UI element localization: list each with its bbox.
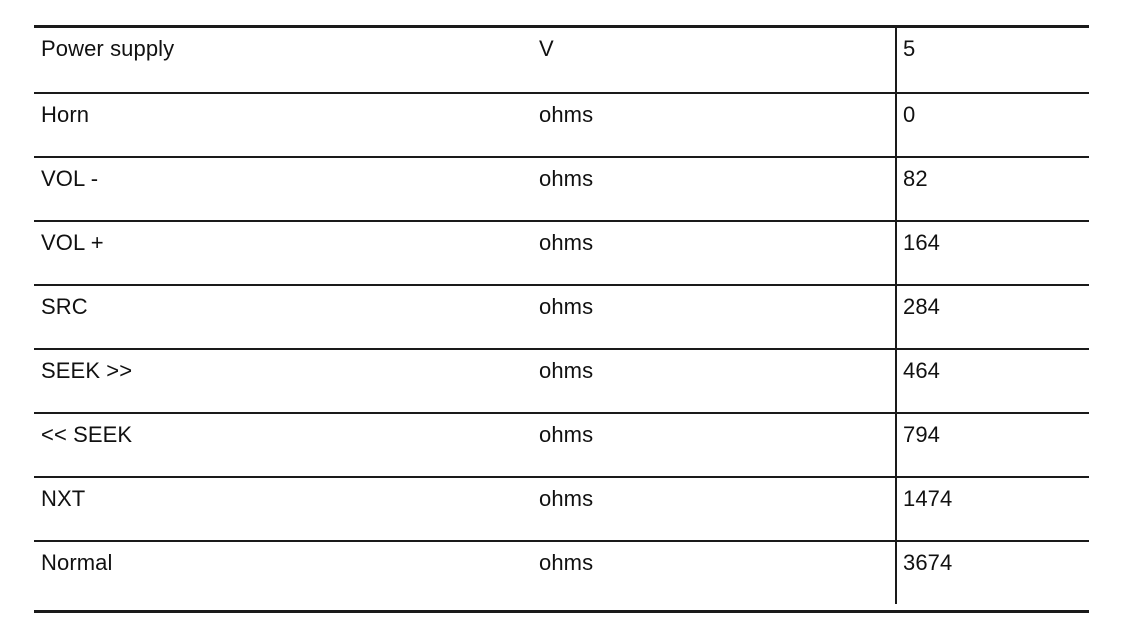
row-divider: [34, 476, 1089, 478]
table-row: Power supply V 5: [34, 28, 1089, 92]
table-row: VOL - ohms 82: [34, 158, 1089, 222]
row-value: 164: [903, 230, 941, 255]
table-top-rule: [34, 25, 1089, 28]
row-label: << SEEK: [41, 422, 133, 447]
table-row: VOL + ohms 164: [34, 222, 1089, 286]
row-value: 464: [903, 358, 941, 383]
table-row: SEEK >> ohms 464: [34, 350, 1089, 414]
table-row: << SEEK ohms 794: [34, 414, 1089, 478]
row-divider: [34, 156, 1089, 158]
row-label: Power supply: [41, 36, 175, 61]
row-unit: ohms: [539, 550, 594, 575]
value-column-divider: [895, 27, 897, 604]
row-divider: [34, 540, 1089, 542]
row-divider: [34, 220, 1089, 222]
table-row: Horn ohms 0: [34, 94, 1089, 158]
row-unit: ohms: [539, 294, 594, 319]
row-divider: [34, 92, 1089, 94]
row-divider: [34, 348, 1089, 350]
row-label: VOL +: [41, 230, 104, 255]
row-label: VOL -: [41, 166, 99, 191]
row-label: NXT: [41, 486, 86, 511]
row-value: 3674: [903, 550, 953, 575]
table-bottom-rule: [34, 610, 1089, 613]
row-value: 5: [903, 36, 916, 61]
row-divider: [34, 284, 1089, 286]
row-value: 284: [903, 294, 941, 319]
row-unit: V: [539, 36, 554, 61]
row-divider: [34, 412, 1089, 414]
row-unit: ohms: [539, 166, 594, 191]
row-unit: ohms: [539, 358, 594, 383]
table-row: NXT ohms 1474: [34, 478, 1089, 542]
row-label: SRC: [41, 294, 88, 319]
row-value: 1474: [903, 486, 953, 511]
row-unit: ohms: [539, 486, 594, 511]
row-unit: ohms: [539, 422, 594, 447]
row-label: Horn: [41, 102, 90, 127]
table-row: Normal ohms 3674: [34, 542, 1089, 606]
row-unit: ohms: [539, 230, 594, 255]
table-row: SRC ohms 284: [34, 286, 1089, 350]
row-value: 82: [903, 166, 928, 191]
row-value: 0: [903, 102, 916, 127]
row-label: Normal: [41, 550, 113, 575]
row-label: SEEK >>: [41, 358, 133, 383]
row-unit: ohms: [539, 102, 594, 127]
row-value: 794: [903, 422, 941, 447]
resistance-table: Power supply V 5 Horn ohms 0 VOL - ohms …: [34, 25, 1089, 615]
